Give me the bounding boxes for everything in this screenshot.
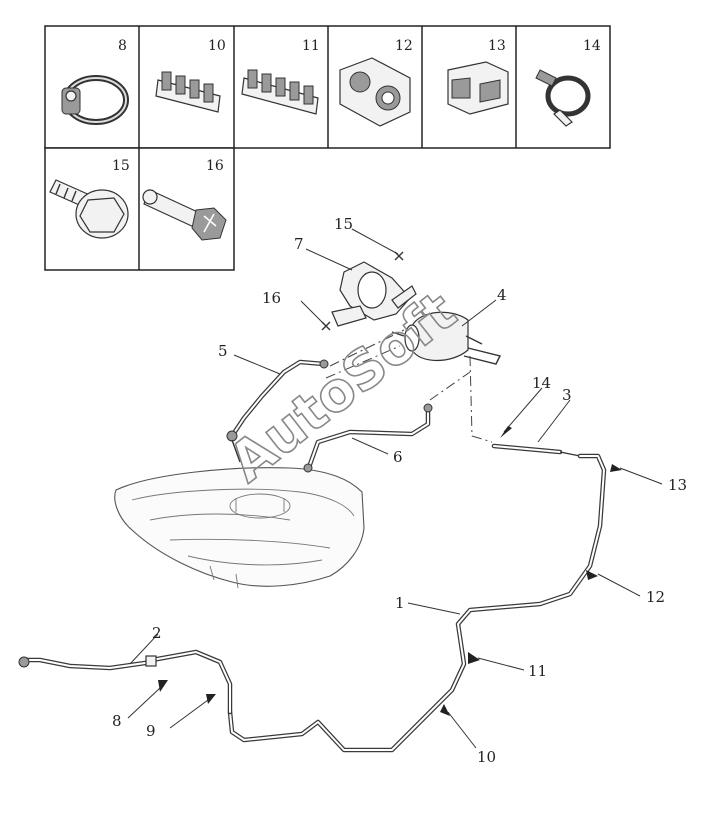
legend-number-10: 10 <box>208 38 226 54</box>
callout-2: 2 <box>152 624 162 642</box>
callout-12: 12 <box>646 588 665 606</box>
hose-3 <box>491 443 581 457</box>
pipe-6 <box>303 403 433 473</box>
callout-13: 13 <box>668 476 687 494</box>
double-clip-icon <box>339 57 411 127</box>
legend-number-16: 16 <box>206 158 224 174</box>
callout-labels: 1 2 3 4 5 6 7 8 9 10 11 12 13 14 15 16 <box>112 215 687 766</box>
callout-1: 1 <box>395 594 405 612</box>
hex-bolt-icon <box>142 189 227 241</box>
callout-11: 11 <box>528 662 547 680</box>
fuel-pipe-1 <box>227 453 607 753</box>
filter-bracket <box>331 261 417 327</box>
callout-10: 10 <box>477 748 496 766</box>
pipe-clip-4-icon <box>155 71 221 113</box>
assembly-dash-lines <box>325 329 493 443</box>
callout-6: 6 <box>393 448 403 466</box>
callout-3: 3 <box>562 386 572 404</box>
hose-9 <box>149 649 233 715</box>
legend-number-15: 15 <box>112 158 130 174</box>
spring-clamp-icon <box>535 69 591 127</box>
callout-9: 9 <box>146 722 156 740</box>
callout-8: 8 <box>112 712 122 730</box>
pipe-2 <box>18 655 157 671</box>
legend-number-11: 11 <box>302 38 320 54</box>
legend-number-14: 14 <box>583 38 601 54</box>
pipe-5 <box>226 359 329 463</box>
leader-lines <box>127 228 663 749</box>
fuel-tank <box>114 467 365 589</box>
legend-number-12: 12 <box>395 38 413 54</box>
block-clip-icon <box>447 61 509 115</box>
callout-15: 15 <box>334 215 353 233</box>
callout-16: 16 <box>262 289 281 307</box>
legend-number-13: 13 <box>488 38 506 54</box>
flange-bolt-icon <box>49 179 129 239</box>
parts-legend-grid: 8 10 11 12 <box>44 25 611 271</box>
callout-14: 14 <box>532 374 551 392</box>
callout-5: 5 <box>218 342 228 360</box>
pipe-clip-5-icon <box>241 69 319 115</box>
callout-4: 4 <box>497 286 507 304</box>
hose-clamp-icon <box>61 75 129 125</box>
arrow-heads <box>158 426 622 716</box>
legend-number-8: 8 <box>118 38 127 54</box>
fuel-filter <box>391 311 502 365</box>
callout-7: 7 <box>294 235 304 253</box>
